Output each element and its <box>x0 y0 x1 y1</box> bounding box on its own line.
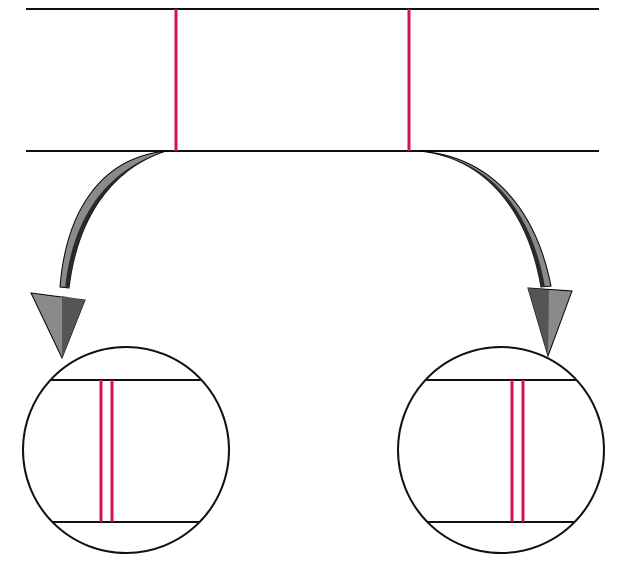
magnifier-circle-icon <box>22 346 230 554</box>
main-strip <box>26 8 599 152</box>
arrow-right-shaft-shade <box>419 151 545 287</box>
arrow-right-shaft <box>418 150 552 288</box>
arrow-right-head-shade <box>528 288 549 356</box>
arrow-left-shaft-shade <box>65 151 166 288</box>
arrow-left-shaft <box>59 150 167 289</box>
arrow-left-head-shade <box>62 296 85 358</box>
curved-arrow-icon <box>418 150 573 358</box>
curved-arrow-icon <box>30 150 167 360</box>
zoom-right-circle <box>397 346 605 554</box>
zoom-left-circle <box>22 346 230 554</box>
magnifier-circle-icon <box>397 346 605 554</box>
